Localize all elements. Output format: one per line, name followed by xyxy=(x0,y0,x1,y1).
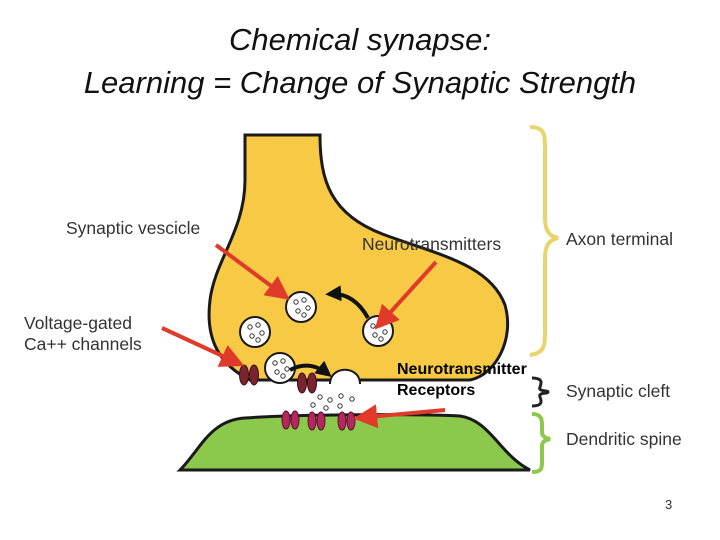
label-axon-terminal: Axon terminal xyxy=(566,229,673,249)
label-voltage-gated: Voltage-gated xyxy=(24,313,133,333)
vesicle xyxy=(239,316,271,348)
release-arrow-icon xyxy=(289,360,332,377)
label-ca-channels: Ca++ channels xyxy=(24,334,142,354)
page-number: 3 xyxy=(665,497,673,512)
dendritic-spine-brace xyxy=(531,412,551,474)
release-bubble xyxy=(329,368,361,385)
vesicle xyxy=(285,291,317,323)
receptor xyxy=(307,411,326,431)
ca-channel xyxy=(297,372,317,394)
label-neurotransmitter: Neurotransmitter xyxy=(397,361,527,378)
axon-terminal-shape xyxy=(207,133,510,382)
title-line-1: Chemical synapse: xyxy=(229,22,491,57)
receptor xyxy=(281,410,300,430)
label-synaptic-vesicle: Synaptic vescicle xyxy=(66,218,201,238)
pointer-arrow-receptors xyxy=(353,404,446,429)
vesicle xyxy=(362,315,394,347)
synaptic-cleft-brace xyxy=(531,376,550,408)
pointer-arrow-channels xyxy=(161,326,245,367)
title-line-2: Learning = Change of Synaptic Strength xyxy=(83,65,637,100)
pointer-arrow-vesicle xyxy=(214,243,290,300)
released-neurotransmitters xyxy=(310,393,355,411)
recycle-arrow-icon xyxy=(325,285,370,320)
label-dendritic-spine: Dendritic spine xyxy=(566,429,682,449)
pointer-arrow-neurotransmitters xyxy=(374,260,438,330)
label-receptors: Receptors xyxy=(397,382,476,399)
label-neurotransmitters: Neurotransmitters xyxy=(362,234,502,254)
axon-terminal-brace xyxy=(529,125,559,357)
label-synaptic-cleft: Synaptic cleft xyxy=(566,381,671,401)
